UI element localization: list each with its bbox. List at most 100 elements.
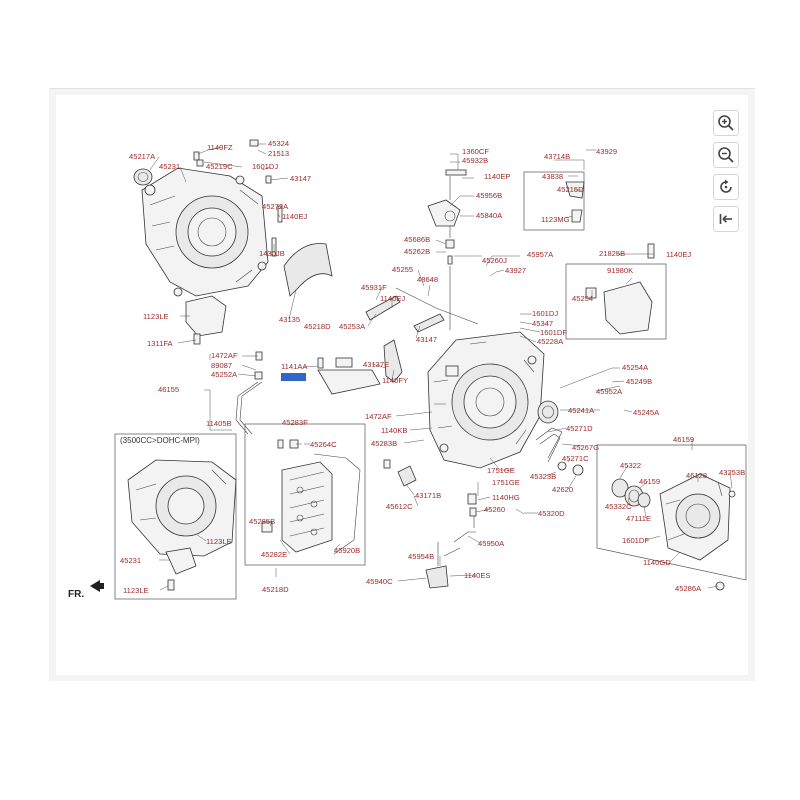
callout-label[interactable]: 45920B: [334, 546, 360, 555]
callout-label[interactable]: 91980K: [607, 266, 633, 275]
reset-view-button[interactable]: [713, 174, 739, 200]
callout-label[interactable]: 1472AF: [211, 351, 238, 360]
callout-label[interactable]: 45260: [484, 505, 505, 514]
callout-label[interactable]: 45228A: [537, 337, 564, 346]
callout-label[interactable]: 1140FY: [382, 376, 408, 385]
callout-label[interactable]: 45286A: [675, 584, 702, 593]
callout-label[interactable]: 43147: [290, 174, 311, 183]
callout-label[interactable]: 1141AA: [281, 362, 308, 371]
callout-label[interactable]: 45272A: [262, 202, 289, 211]
callout-label[interactable]: 1140EJ: [666, 250, 691, 259]
callout-label[interactable]: 45219C: [206, 162, 233, 171]
callout-label[interactable]: 89087: [211, 361, 232, 370]
callout-label[interactable]: 45950A: [478, 539, 505, 548]
callout-label[interactable]: 45323B: [530, 472, 556, 481]
callout-label[interactable]: 21825B: [599, 249, 625, 258]
callout-label[interactable]: 45931F: [361, 283, 387, 292]
callout-label[interactable]: 45956B: [476, 191, 502, 200]
callout-label[interactable]: 45347: [532, 319, 553, 328]
callout-label[interactable]: 43147: [416, 335, 437, 344]
callout-label[interactable]: 1430JB: [259, 249, 285, 258]
callout-label[interactable]: 45612C: [386, 502, 413, 511]
callout-label[interactable]: 11405B: [206, 419, 232, 428]
callout-label[interactable]: 45332C: [605, 502, 632, 511]
callout-label[interactable]: 1123LE: [206, 537, 232, 546]
callout-label[interactable]: 45320D: [538, 509, 565, 518]
callout-label[interactable]: 45217A: [129, 152, 156, 161]
callout-label[interactable]: 1601DJ: [252, 162, 278, 171]
callout-label[interactable]: 45255: [392, 265, 413, 274]
callout-label[interactable]: 46159: [639, 477, 660, 486]
callout-label[interactable]: 45249B: [626, 377, 652, 386]
callout-label[interactable]: 45283B: [371, 439, 397, 448]
callout-label[interactable]: 45952A: [596, 387, 623, 396]
callout-label[interactable]: 1140ES: [464, 571, 490, 580]
callout-label[interactable]: 43137E: [363, 360, 389, 369]
callout-label[interactable]: 45271C: [562, 454, 589, 463]
callout-label[interactable]: 1751GE: [492, 478, 520, 487]
callout-label[interactable]: 1601DJ: [532, 309, 558, 318]
callout-label[interactable]: 45957A: [527, 250, 554, 259]
callout-label[interactable]: 45260J: [482, 256, 507, 265]
callout-label[interactable]: 45215D: [557, 185, 584, 194]
callout-label[interactable]: 43838: [542, 172, 563, 181]
callout-label[interactable]: 21513: [268, 149, 289, 158]
callout-label[interactable]: 1601DF: [540, 328, 567, 337]
callout-label[interactable]: 43929: [596, 147, 617, 156]
callout-label[interactable]: 45245A: [633, 408, 660, 417]
callout-label[interactable]: 1140HG: [492, 493, 520, 502]
callout-label[interactable]: 45285B: [249, 517, 275, 526]
callout-label[interactable]: 45840A: [476, 211, 503, 220]
zoom-in-button[interactable]: [713, 110, 739, 136]
callout-label[interactable]: 45271D: [566, 424, 593, 433]
callout-label[interactable]: 1360CF: [462, 147, 489, 156]
callout-label[interactable]: 45686B: [404, 235, 430, 244]
callout-label[interactable]: 45253A: [339, 322, 366, 331]
callout-label[interactable]: 47111E: [626, 514, 651, 523]
callout-label[interactable]: 46155: [158, 385, 179, 394]
callout-label[interactable]: 1140EJ: [282, 212, 307, 221]
callout-label[interactable]: 45254A: [622, 363, 649, 372]
callout-label[interactable]: 43171B: [415, 491, 441, 500]
callout-label[interactable]: 46159: [673, 435, 694, 444]
callout-label[interactable]: 1123MG: [541, 215, 570, 224]
callout-label[interactable]: 1601DF: [622, 536, 649, 545]
callout-label[interactable]: 45218D: [304, 322, 331, 331]
callout-label[interactable]: 1140EJ: [380, 294, 405, 303]
callout-label[interactable]: 43253B: [719, 468, 745, 477]
callout-label[interactable]: 1140FZ: [207, 143, 233, 152]
callout-label[interactable]: 48648: [417, 275, 438, 284]
callout-label[interactable]: 1472AF: [365, 412, 392, 421]
callout-label[interactable]: 45267G: [572, 443, 599, 452]
callout-label[interactable]: 1140EP: [484, 172, 510, 181]
callout-label[interactable]: 1123LE: [143, 312, 169, 321]
callout-label[interactable]: 45264C: [310, 440, 337, 449]
callout-label[interactable]: 45932B: [462, 156, 488, 165]
callout-label[interactable]: 45218D: [262, 585, 289, 594]
collapse-panel-button[interactable]: [713, 206, 739, 232]
callout-label[interactable]: 45322: [620, 461, 641, 470]
callout-label[interactable]: 45231: [120, 556, 141, 565]
highlighted-callout[interactable]: [281, 373, 306, 381]
callout-label[interactable]: 45324: [268, 139, 289, 148]
zoom-out-button[interactable]: [713, 142, 739, 168]
callout-label[interactable]: 1140KB: [381, 426, 407, 435]
callout-label[interactable]: 42620: [552, 485, 573, 494]
callout-label[interactable]: 45231: [159, 162, 180, 171]
callout-label[interactable]: 45940C: [366, 577, 393, 586]
callout-label[interactable]: 43714B: [544, 152, 570, 161]
callout-label[interactable]: 45954B: [408, 552, 434, 561]
callout-label[interactable]: 45262B: [404, 247, 430, 256]
callout-label[interactable]: 45282E: [261, 550, 287, 559]
callout-label[interactable]: 43927: [505, 266, 526, 275]
callout-label[interactable]: 45252A: [211, 370, 238, 379]
callout-label[interactable]: 1140GD: [643, 558, 671, 567]
callout-label[interactable]: 46128: [686, 471, 707, 480]
callout-label[interactable]: 43135: [279, 315, 300, 324]
callout-label[interactable]: 45241A: [568, 406, 595, 415]
callout-label[interactable]: 1751GE: [487, 466, 515, 475]
callout-label[interactable]: 45283F: [282, 418, 308, 427]
callout-label[interactable]: 45254: [572, 294, 593, 303]
callout-label[interactable]: 1311FA: [147, 339, 174, 348]
